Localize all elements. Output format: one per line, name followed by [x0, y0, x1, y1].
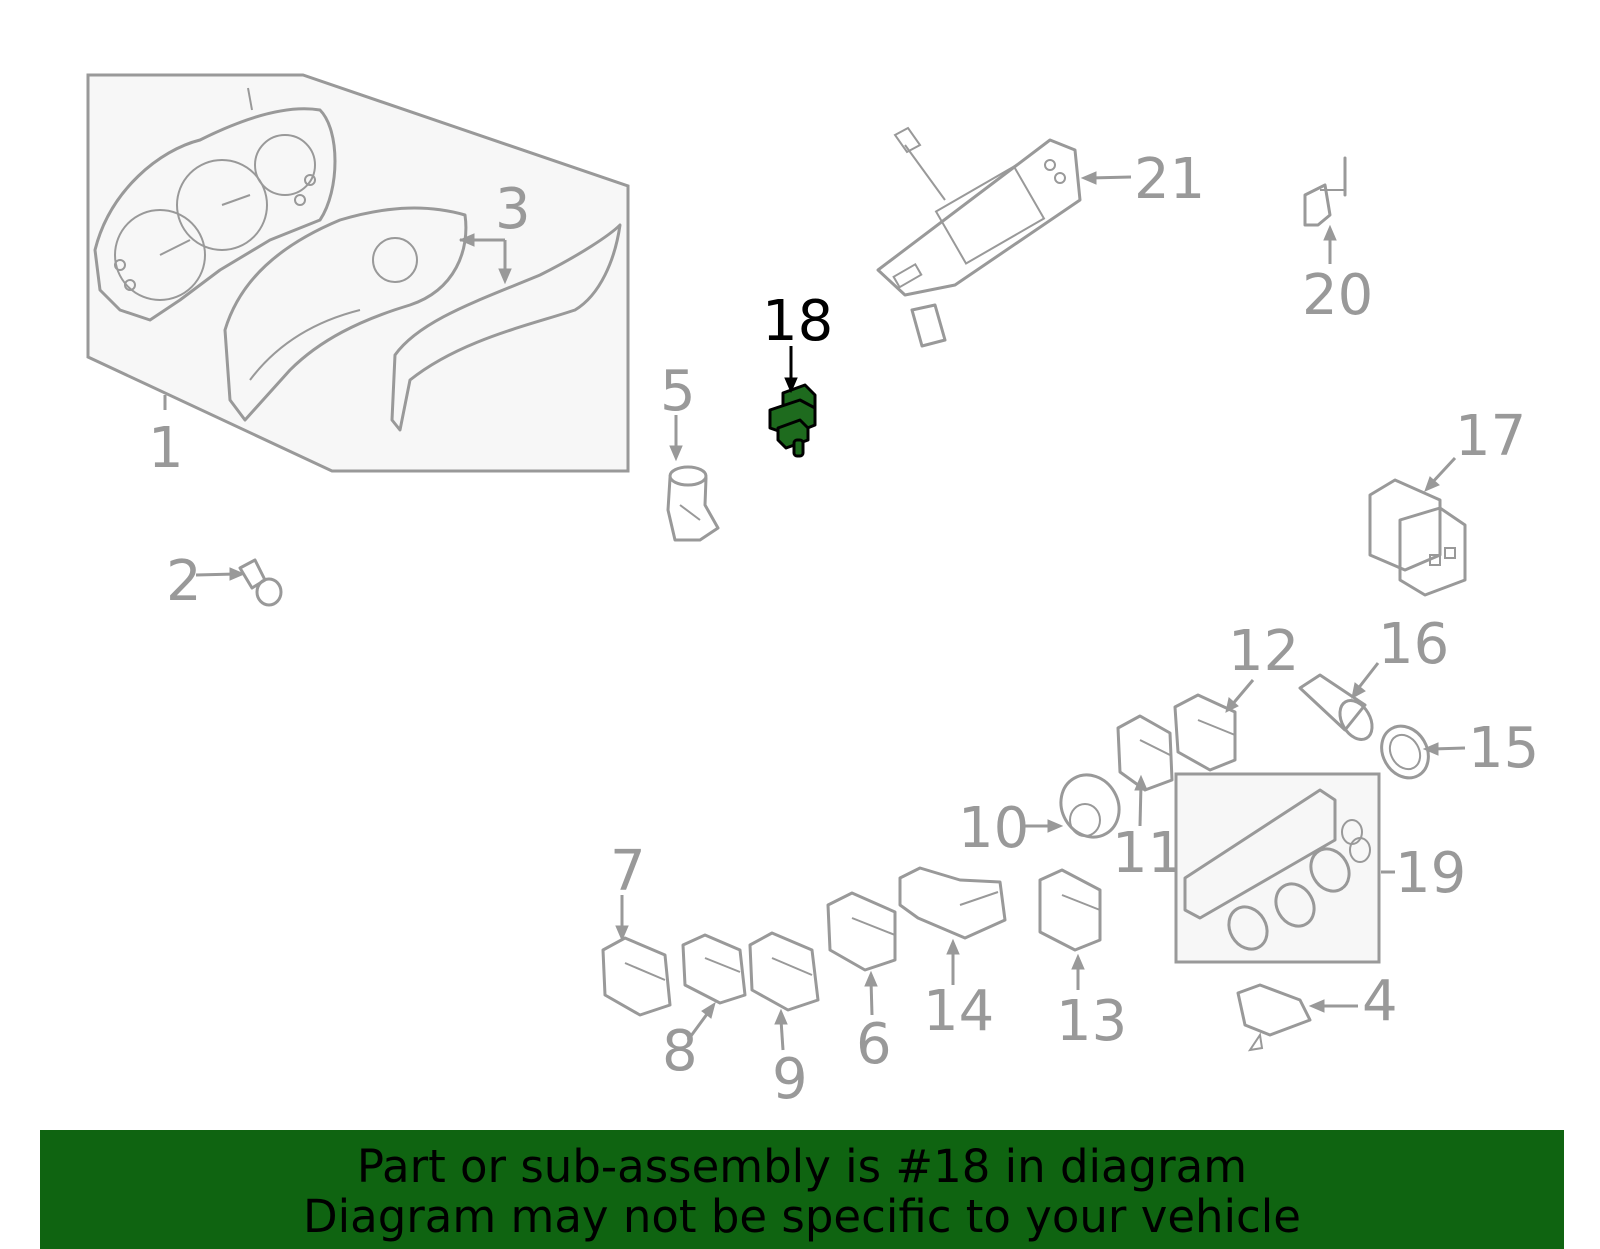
- part-10-knob[interactable]: [1050, 764, 1130, 847]
- part-7-switch[interactable]: [601, 936, 672, 1017]
- callout-7-label: 7: [610, 839, 646, 904]
- part-4-connector[interactable]: [1236, 983, 1312, 1052]
- part-19-group-box: [1174, 772, 1381, 964]
- banner-line-1: Part or sub-assembly is #18 in diagram: [356, 1140, 1248, 1193]
- part-21-overhead-console[interactable]: [876, 126, 1082, 348]
- callout-10-label: 10: [958, 796, 1029, 861]
- callout-9: 9: [772, 1008, 808, 1112]
- callout-2-label: 2: [166, 549, 202, 614]
- part-9-switch[interactable]: [748, 931, 820, 1012]
- callout-19: 19: [1381, 841, 1466, 906]
- part-12-switch[interactable]: [1173, 693, 1237, 772]
- callout-8-label: 8: [662, 1019, 698, 1084]
- part-8-switch[interactable]: [681, 933, 747, 1005]
- callout-4: 4: [1308, 969, 1398, 1034]
- info-banner: Part or sub-assembly is #18 in diagram D…: [40, 1130, 1564, 1249]
- callout-5-label: 5: [660, 359, 696, 424]
- callout-18-label: 18: [762, 289, 833, 354]
- part-13-switch[interactable]: [1038, 868, 1102, 952]
- callout-13-label: 13: [1056, 989, 1127, 1054]
- part-5-switch[interactable]: [666, 465, 720, 542]
- callout-4-label: 4: [1362, 969, 1398, 1034]
- callout-6-label: 6: [856, 1012, 892, 1077]
- callout-20-label: 20: [1302, 263, 1373, 328]
- part-18-highlighted[interactable]: [768, 383, 817, 458]
- part-6-switch[interactable]: [826, 891, 897, 972]
- part-17-switch[interactable]: [1368, 478, 1467, 597]
- part-2-screw[interactable]: [238, 558, 283, 607]
- part-1-instrument-cluster[interactable]: [93, 87, 337, 322]
- callout-16-label: 16: [1378, 612, 1449, 677]
- part-16-socket[interactable]: [1298, 673, 1379, 745]
- callout-15-label: 15: [1468, 716, 1539, 781]
- part-15-knob[interactable]: [1372, 718, 1437, 787]
- callout-7: 7: [610, 839, 646, 942]
- callout-14-label: 14: [923, 979, 994, 1044]
- callout-10: 10: [958, 796, 1064, 861]
- callout-3-label: 3: [495, 177, 531, 242]
- part-19-climate-control[interactable]: [1183, 788, 1371, 956]
- callout-17: 17: [1424, 404, 1526, 492]
- callout-19-label: 19: [1395, 841, 1466, 906]
- callout-2: 2: [166, 549, 246, 614]
- callout-15: 15: [1422, 716, 1539, 781]
- callout-16: 16: [1351, 612, 1449, 699]
- callout-3: 3: [458, 177, 531, 285]
- callout-13: 13: [1056, 953, 1127, 1054]
- part-11-switch[interactable]: [1116, 714, 1174, 792]
- part-3-cluster-bezel[interactable]: [223, 206, 622, 432]
- callout-1-label: 1: [148, 416, 184, 481]
- callout-8: 8: [662, 1001, 716, 1084]
- callout-6: 6: [856, 970, 892, 1077]
- callout-1: 1: [148, 395, 184, 481]
- callout-21: 21: [1080, 147, 1205, 212]
- cluster-group-box: [86, 73, 630, 473]
- callout-21-label: 21: [1134, 147, 1205, 212]
- callout-12-label: 12: [1228, 619, 1299, 684]
- callout-12: 12: [1225, 619, 1299, 713]
- callout-14: 14: [923, 938, 994, 1044]
- part-14-switch[interactable]: [898, 866, 1007, 940]
- part-20-sensor[interactable]: [1303, 156, 1347, 227]
- callout-9-label: 9: [772, 1047, 808, 1112]
- callout-17-label: 17: [1455, 404, 1526, 469]
- callout-11-label: 11: [1112, 821, 1183, 886]
- callout-18: 18: [762, 289, 833, 394]
- callout-11: 11: [1112, 774, 1183, 886]
- banner-line-2: Diagram may not be specific to your vehi…: [303, 1190, 1301, 1243]
- callout-5: 5: [660, 359, 696, 462]
- callout-20: 20: [1302, 224, 1373, 328]
